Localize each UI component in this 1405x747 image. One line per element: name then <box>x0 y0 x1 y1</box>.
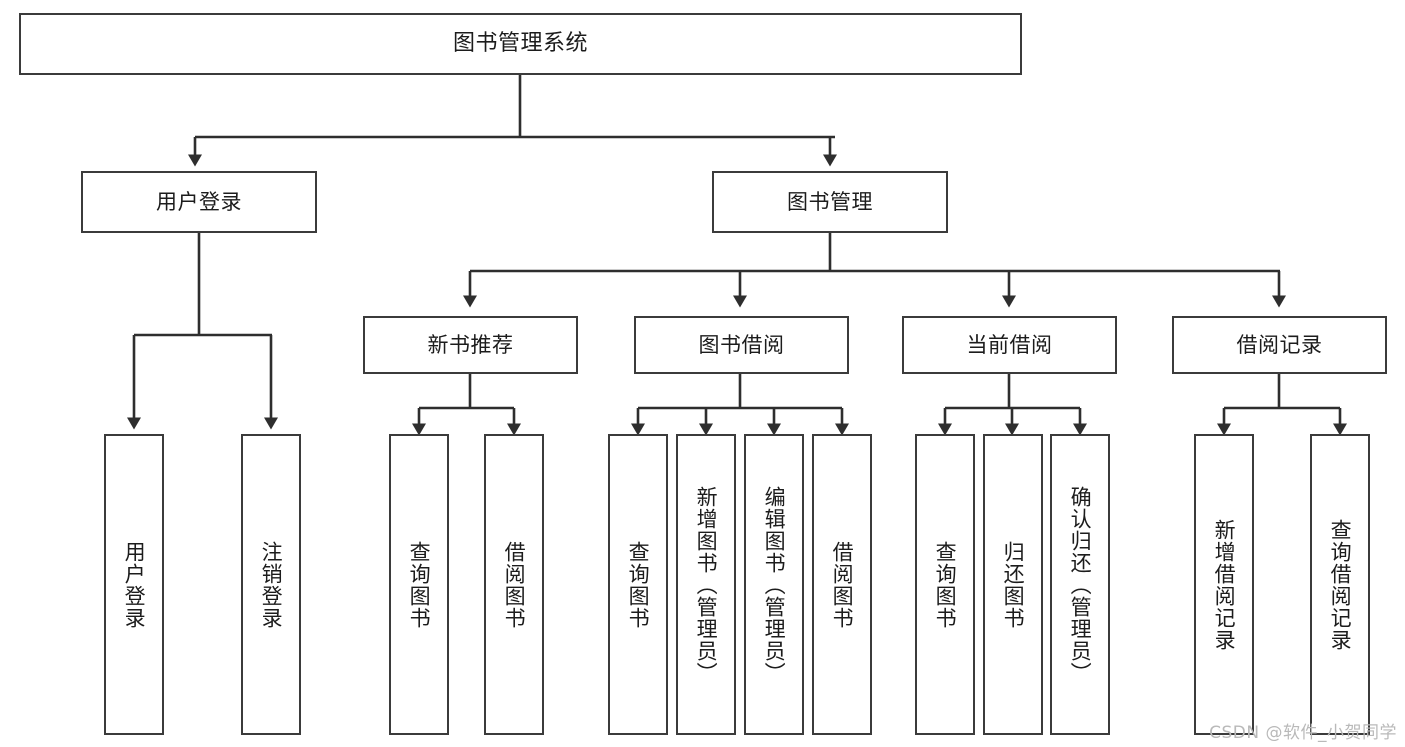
node-label: 图书借阅 <box>698 332 785 357</box>
node-label: 确认归还（管理员） <box>1068 485 1093 684</box>
node-label: 用户登录 <box>122 540 147 629</box>
node-label: 图书管理 <box>787 189 873 214</box>
node-label: 归还图书 <box>1001 540 1026 629</box>
node-label: 查询图书 <box>407 540 432 629</box>
leaf-user-login-logout[interactable]: 注销登录 <box>241 434 301 735</box>
leaf-records-add-record[interactable]: 新增借阅记录 <box>1194 434 1254 735</box>
node-book-management[interactable]: 图书管理 <box>712 171 948 233</box>
node-label: 借阅图书 <box>502 540 527 629</box>
node-label: 新增图书（管理员） <box>694 485 719 684</box>
leaf-records-query-record[interactable]: 查询借阅记录 <box>1310 434 1370 735</box>
leaf-current-query-book[interactable]: 查询图书 <box>915 434 975 735</box>
node-label: 用户登录 <box>156 189 242 214</box>
leaf-current-return-book[interactable]: 归还图书 <box>983 434 1043 735</box>
leaf-borrow-add-book-admin[interactable]: 新增图书（管理员） <box>676 434 736 735</box>
leaf-new-book-borrow[interactable]: 借阅图书 <box>484 434 544 735</box>
node-label: 注销登录 <box>259 540 284 629</box>
node-label: 查询图书 <box>933 540 958 629</box>
node-label: 新增借阅记录 <box>1212 518 1237 651</box>
node-label: 新书推荐 <box>427 332 514 357</box>
node-borrow-records[interactable]: 借阅记录 <box>1172 316 1387 374</box>
node-new-book-recommend[interactable]: 新书推荐 <box>363 316 578 374</box>
node-current-borrow[interactable]: 当前借阅 <box>902 316 1117 374</box>
node-label: 查询图书 <box>626 540 651 629</box>
node-label: 借阅图书 <box>830 540 855 629</box>
node-book-borrow[interactable]: 图书借阅 <box>634 316 849 374</box>
leaf-borrow-query-book[interactable]: 查询图书 <box>608 434 668 735</box>
leaf-borrow-borrow-book[interactable]: 借阅图书 <box>812 434 872 735</box>
node-label: 查询借阅记录 <box>1328 518 1353 651</box>
node-label: 图书管理系统 <box>452 31 588 57</box>
node-label: 借阅记录 <box>1236 332 1323 357</box>
leaf-current-confirm-return-admin[interactable]: 确认归还（管理员） <box>1050 434 1110 735</box>
leaf-borrow-edit-book-admin[interactable]: 编辑图书（管理员） <box>744 434 804 735</box>
node-root-system[interactable]: 图书管理系统 <box>19 13 1022 75</box>
node-label: 当前借阅 <box>966 332 1053 357</box>
node-user-login[interactable]: 用户登录 <box>81 171 317 233</box>
leaf-user-login-login[interactable]: 用户登录 <box>104 434 164 735</box>
leaf-new-book-query[interactable]: 查询图书 <box>389 434 449 735</box>
node-label: 编辑图书（管理员） <box>762 485 787 684</box>
